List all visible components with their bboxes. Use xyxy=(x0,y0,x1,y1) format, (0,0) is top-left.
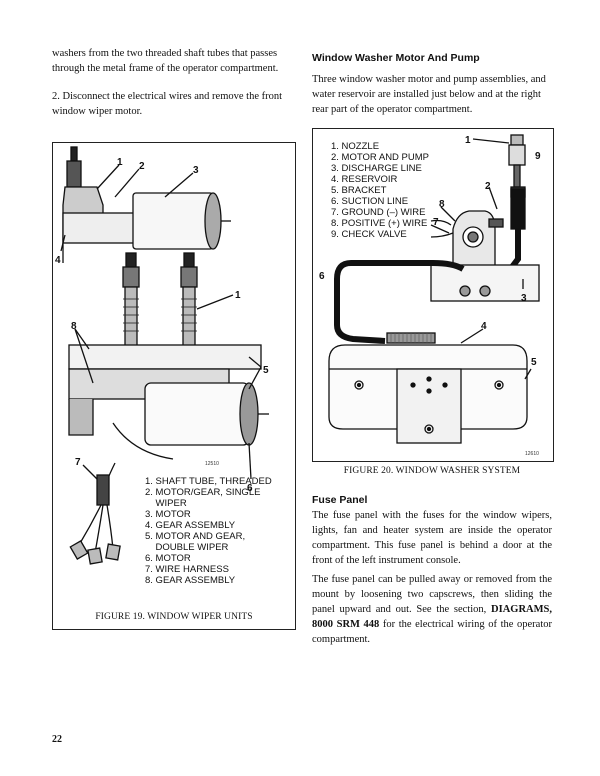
fig20-legend-item: 6. SUCTION LINE xyxy=(331,196,409,207)
figure-20-legend: 1. NOZZLE 2. MOTOR AND PUMP 3. DISCHARGE… xyxy=(331,141,429,240)
para3-bold-reference: DIAGRAMS, 8000 SRM 448 xyxy=(312,604,552,630)
fig19-callout-2: 2 xyxy=(139,161,145,172)
fig19-legend-item: 5. MOTOR AND GEAR, xyxy=(145,531,246,542)
fig19-callout-4: 4 xyxy=(55,255,61,266)
fig20-callout-5: 5 xyxy=(531,357,537,368)
right-paragraph-3: The fuse panel can be pulled away or rem… xyxy=(312,572,552,647)
left-paragraph-1: washers from the two threaded shaft tube… xyxy=(52,48,279,74)
fig19-legend-item: 6. MOTOR xyxy=(145,553,191,564)
fig20-callout-2: 2 xyxy=(485,181,491,192)
fig19-legend-item: 7. WIRE HARNESS xyxy=(145,564,229,575)
fig20-callout-9: 9 xyxy=(535,151,541,162)
fig20-callout-3: 3 xyxy=(521,293,527,304)
fig20-legend-item: 7. GROUND (–) WIRE xyxy=(331,207,426,218)
fig19-legend-item: 8. GEAR ASSEMBLY xyxy=(145,575,236,586)
fig20-callout-7: 7 xyxy=(433,217,439,228)
fig19-callout-5: 5 xyxy=(263,365,269,376)
fig20-legend-item: 1. NOZZLE xyxy=(331,141,380,152)
figure-20-frame: 1 9 2 8 7 6 3 4 5 12610 1. NOZZLE 2. MOT… xyxy=(312,128,554,462)
fig20-code: 12610 xyxy=(525,451,539,457)
para3-text-end: for the electrical wiring of the operato… xyxy=(312,619,552,645)
fig19-legend-item: WIPER xyxy=(145,498,187,509)
right-paragraph-2: The fuse panel with the fuses for the wi… xyxy=(312,510,552,566)
fig20-legend-item: 4. RESERVOIR xyxy=(331,174,398,185)
fig19-callout-7: 7 xyxy=(75,457,81,468)
figure-19-legend: 1. SHAFT TUBE, THREADED 2. MOTOR/GEAR, S… xyxy=(145,476,272,586)
fig19-code: 12510 xyxy=(205,461,219,467)
fig20-legend-item: 5. BRACKET xyxy=(331,185,387,196)
figure-20-illustration: 1 9 2 8 7 6 3 4 5 12610 xyxy=(319,134,541,457)
fig19-callout-1-mid: 1 xyxy=(235,290,241,301)
figure-19-caption: FIGURE 19. WINDOW WIPER UNITS xyxy=(95,612,253,622)
fig19-legend-item: 1. SHAFT TUBE, THREADED xyxy=(145,476,272,487)
fig20-callout-8: 8 xyxy=(439,199,445,210)
fig20-legend-item: 3. DISCHARGE LINE xyxy=(331,163,422,174)
fig19-callout-6: 6 xyxy=(247,483,253,494)
figure-19-frame: 1 2 3 4 1 8 5 7 6 12510 1. SHAFT TUBE, T… xyxy=(52,142,296,630)
fig19-callout-3: 3 xyxy=(193,165,199,176)
fig20-callout-4: 4 xyxy=(481,321,487,332)
heading-window-washer: Window Washer Motor And Pump xyxy=(312,52,480,64)
figure-20-caption: FIGURE 20. WINDOW WASHER SYSTEM xyxy=(343,466,521,476)
fig19-legend-item: 4. GEAR ASSEMBLY xyxy=(145,520,236,531)
fig20-legend-item: 8. POSITIVE (+) WIRE xyxy=(331,218,428,229)
fig19-callout-1-top: 1 xyxy=(117,157,123,168)
left-paragraph-2: 2. Disconnect the electrical wires and r… xyxy=(52,91,283,117)
fig20-legend-item: 2. MOTOR AND PUMP xyxy=(331,152,430,163)
fig19-legend-item: 3. MOTOR xyxy=(145,509,191,520)
fig19-callout-8: 8 xyxy=(71,321,77,332)
fig20-legend-item: 9. CHECK VALVE xyxy=(331,229,407,240)
page-number: 22 xyxy=(52,734,62,745)
fig19-legend-item: DOUBLE WIPER xyxy=(145,542,229,553)
fig19-legend-item: 2. MOTOR/GEAR, SINGLE xyxy=(145,487,261,498)
heading-fuse-panel: Fuse Panel xyxy=(312,494,368,506)
fig20-callout-1: 1 xyxy=(465,135,471,146)
fig20-callout-6: 6 xyxy=(319,271,325,282)
figure-19-illustration: 1 2 3 4 1 8 5 7 6 12510 xyxy=(55,146,269,565)
right-paragraph-1: Three window washer motor and pump assem… xyxy=(312,74,546,115)
para3-text-start: The fuse panel can be pulled away or rem… xyxy=(312,574,552,615)
